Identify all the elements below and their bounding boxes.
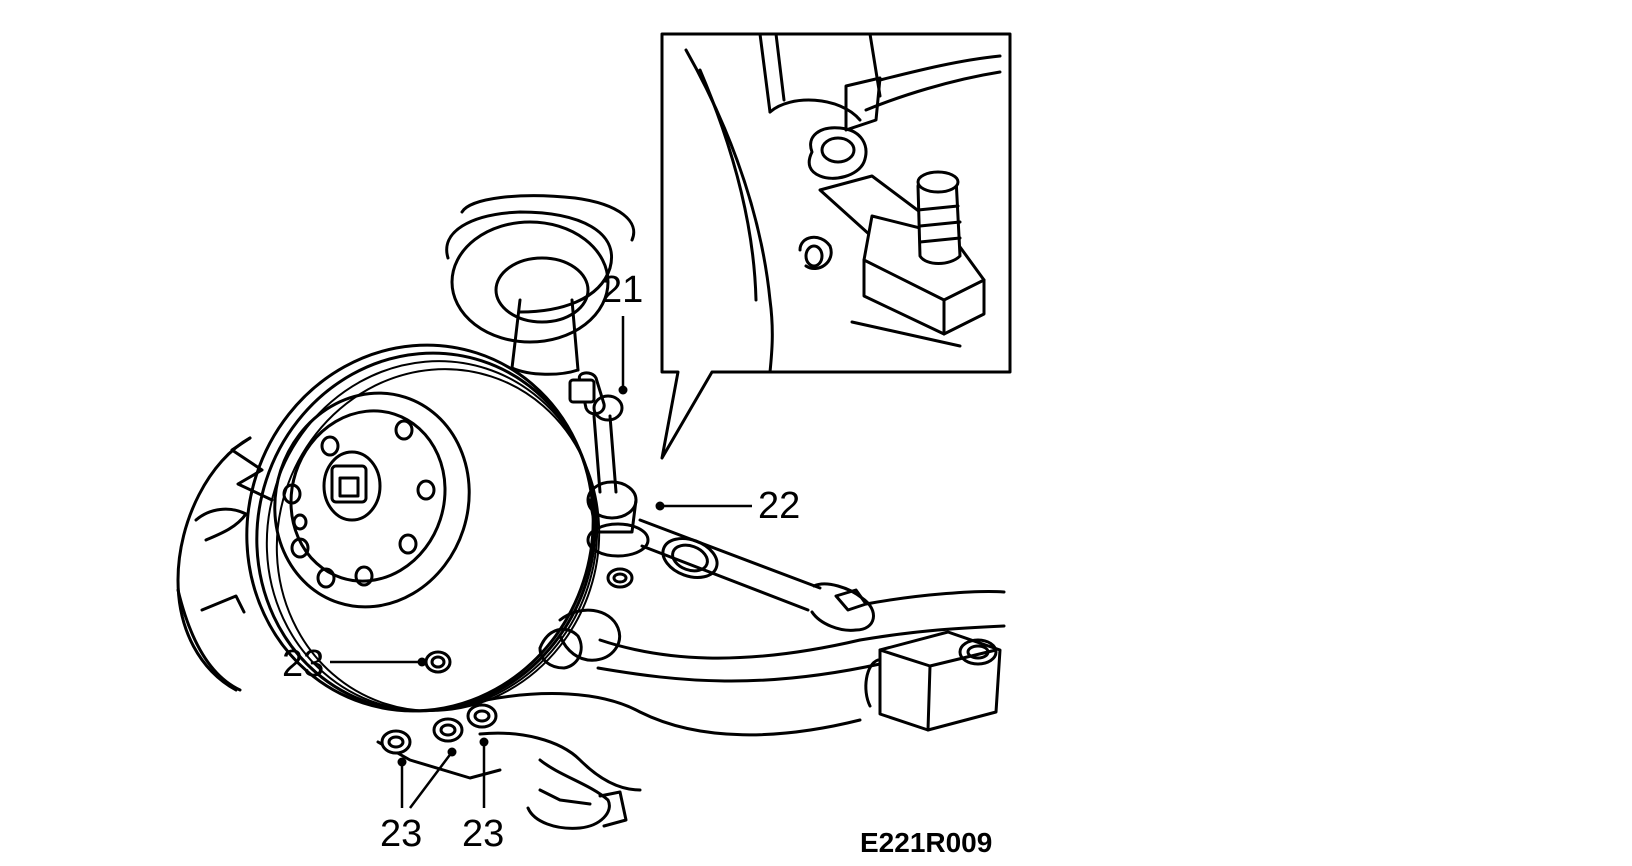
- figure-code: E221R009: [860, 827, 992, 858]
- knuckle-bolts: [380, 567, 634, 755]
- dust-shield: [176, 436, 274, 692]
- stabilizer-bar: [638, 518, 875, 632]
- knuckle-bracket: [526, 758, 628, 830]
- wheel-bolt-holes: [282, 419, 436, 589]
- callout-23-upper: 23: [282, 643, 324, 685]
- callout-22: 22: [758, 485, 800, 527]
- strut-assembly: [445, 194, 636, 376]
- control-arm-bushing: [864, 630, 1002, 732]
- callout-23-lower-left: 23: [380, 813, 422, 855]
- stabilizer-link: [568, 371, 650, 558]
- brake-disc: [245, 343, 601, 713]
- leader-lines: [330, 316, 752, 809]
- callout-21: 21: [601, 269, 643, 311]
- callout-23-lower-right: 23: [462, 813, 504, 855]
- detail-inset: [660, 32, 1012, 460]
